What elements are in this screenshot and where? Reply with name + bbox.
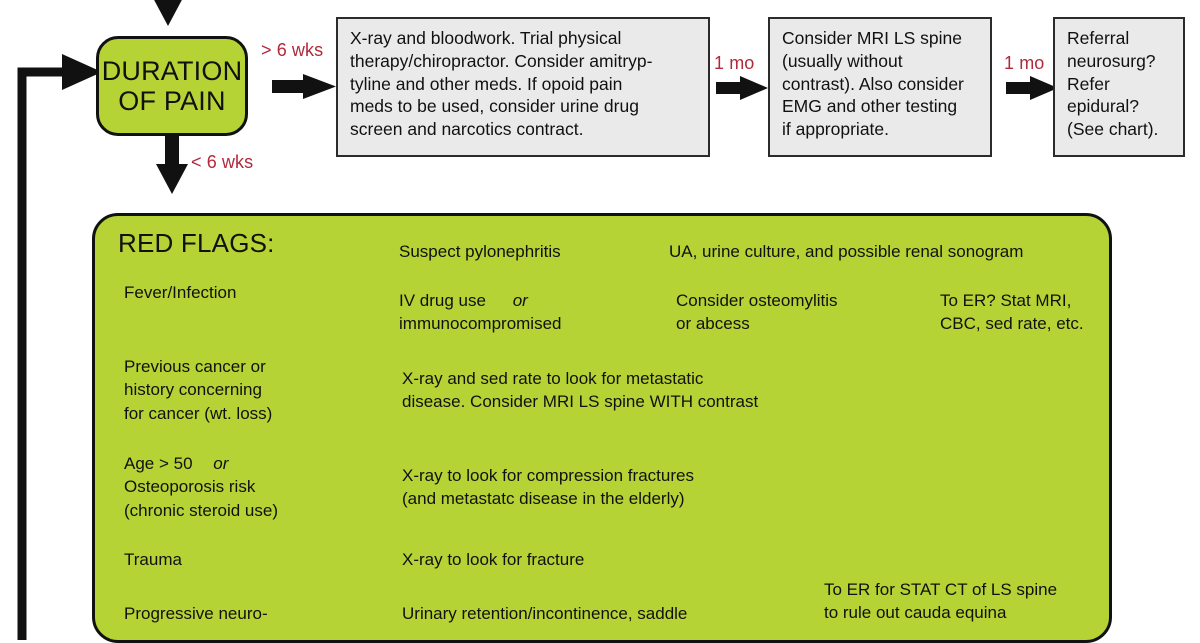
flag-action-trauma: X-ray to look for fracture: [402, 548, 822, 571]
workup-line-4: meds to be used, consider urine drug: [350, 96, 639, 117]
mri-line-3: contrast). Also consider: [782, 73, 964, 94]
iv-drug-use-line: IV drug use or: [399, 289, 619, 312]
mri-line-1: Consider MRI LS spine: [782, 28, 962, 48]
iv-drug-or-text: or: [512, 291, 528, 310]
workup-box[interactable]: X-ray and bloodwork. Trial physical ther…: [336, 17, 710, 157]
edge-label-lt-6wks: < 6 wks: [191, 152, 254, 172]
iv-drug-use-text: IV drug use: [399, 291, 486, 310]
fever-branch-2-tail: To ER? Stat MRI, CBC, sed rate, etc.: [940, 289, 1140, 336]
immunocompromised-text: immunocompromised: [399, 314, 562, 334]
fever-branch-1-mid: Suspect pylonephritis: [399, 240, 599, 263]
progressive-neuro-action-line-1: Urinary retention/incontinence, saddle: [402, 604, 688, 623]
fever-branch-1-end: UA, urine culture, and possible renal so…: [669, 240, 1089, 263]
age-action-line-1: X-ray to look for compression fractures: [402, 466, 694, 485]
flag-label-age-osteoporosis: Age > 50 or Osteoporosis risk (chronic s…: [124, 452, 344, 522]
flag-action-age-osteoporosis: X-ray to look for compression fractures …: [402, 464, 962, 511]
progressive-neuro-label-line-1: Progressive neuro-: [124, 604, 268, 623]
age-over-50-text: Age > 50: [124, 454, 193, 473]
flag-label-progressive-neuro: Progressive neuro-: [124, 602, 344, 625]
workup-line-1: X-ray and bloodwork. Trial physical: [350, 28, 622, 48]
stat-ct-line-1: To ER for STAT CT of LS spine: [824, 580, 1058, 599]
workup-line-5: screen and narcotics contract.: [350, 119, 584, 139]
referral-line-5: (See chart).: [1067, 119, 1159, 139]
flowchart-canvas: DURATION OF PAIN > 6 wks < 6 wks 1 mo 1 …: [17, 0, 1185, 643]
flag-label-fever: Fever/Infection: [124, 281, 324, 304]
duration-of-pain-label: DURATION OF PAIN: [102, 56, 243, 116]
arrow-duration-down: [156, 136, 188, 194]
osteomylitis-line-2: or abcess: [676, 314, 750, 334]
cancer-label-line-3: for cancer (wt. loss): [124, 403, 273, 423]
fever-branch-2-mid: IV drug use or immunocompromised: [399, 289, 619, 336]
red-flags-panel: [92, 213, 1112, 643]
age-or-text: or: [213, 454, 229, 473]
to-er-stat-mri-line-1: To ER? Stat MRI,: [940, 291, 1072, 310]
duration-line-2: OF PAIN: [118, 86, 226, 116]
mri-line-4: EMG and other testing: [782, 96, 958, 117]
flag-action-cancer: X-ray and sed rate to look for metastati…: [402, 367, 962, 414]
cancer-action-line-2: disease. Consider MRI LS spine WITH cont…: [402, 392, 759, 412]
duration-line-1: DURATION: [101, 55, 243, 86]
cancer-label-line-1: Previous cancer or: [124, 357, 266, 376]
mri-box[interactable]: Consider MRI LS spine (usually without c…: [768, 17, 992, 157]
referral-line-1: Referral: [1067, 28, 1130, 48]
pylonephritis-text: Suspect pylonephritis: [399, 242, 561, 261]
arrow-duration-to-workup: [272, 74, 336, 99]
mri-line-2: (usually without: [782, 50, 903, 71]
mri-line-5: if appropriate.: [782, 119, 890, 139]
flag-label-cancer: Previous cancer or history concerning fo…: [124, 355, 334, 425]
flag-tail-progressive-neuro: To ER for STAT CT of LS spine to rule ou…: [824, 578, 1114, 625]
referral-line-3: Refer: [1067, 73, 1110, 94]
fever-branch-2-end: Consider osteomylitis or abcess: [676, 289, 886, 336]
flag-label-trauma: Trauma: [124, 548, 324, 571]
fever-label-line-1: Fever/Infection: [124, 283, 237, 302]
chronic-steroid-use-text: (chronic steroid use): [124, 500, 279, 520]
to-er-stat-mri-line-2: CBC, sed rate, etc.: [940, 314, 1084, 334]
workup-line-3: tyline and other meds. If opoid pain: [350, 73, 623, 94]
workup-line-2: therapy/chiropractor. Consider amitryp-: [350, 50, 653, 71]
trauma-label-text: Trauma: [124, 550, 182, 569]
arrow-workup-to-mri: [716, 76, 768, 100]
trauma-action-text: X-ray to look for fracture: [402, 550, 585, 569]
age-line: Age > 50 or: [124, 452, 344, 475]
edge-label-1mo-b: 1 mo: [1004, 53, 1045, 73]
stat-ct-line-2: to rule out cauda equina: [824, 603, 1007, 623]
red-flags-heading: RED FLAGS:: [118, 228, 275, 258]
referral-line-2: neurosurg?: [1067, 50, 1156, 71]
feedback-loop-arrow: [17, 54, 102, 640]
edge-label-gt-6wks: > 6 wks: [261, 40, 324, 60]
flag-action-progressive-neuro: Urinary retention/incontinence, saddle: [402, 602, 882, 625]
arrow-into-duration-top: [154, 0, 182, 26]
osteoporosis-risk-text: Osteoporosis risk: [124, 477, 256, 497]
osteomylitis-line-1: Consider osteomylitis: [676, 291, 838, 310]
ua-culture-text: UA, urine culture, and possible renal so…: [669, 242, 1024, 261]
duration-of-pain-node[interactable]: DURATION OF PAIN: [96, 36, 248, 136]
referral-line-4: epidural?: [1067, 96, 1139, 117]
arrow-mri-to-referral: [1006, 76, 1058, 100]
cancer-label-line-2: history concerning: [124, 380, 262, 400]
edge-label-1mo-a: 1 mo: [714, 53, 755, 73]
cancer-action-line-1: X-ray and sed rate to look for metastati…: [402, 369, 704, 388]
age-action-line-2: (and metastatc disease in the elderly): [402, 489, 685, 509]
referral-box[interactable]: Referral neurosurg? Refer epidural? (See…: [1053, 17, 1185, 157]
